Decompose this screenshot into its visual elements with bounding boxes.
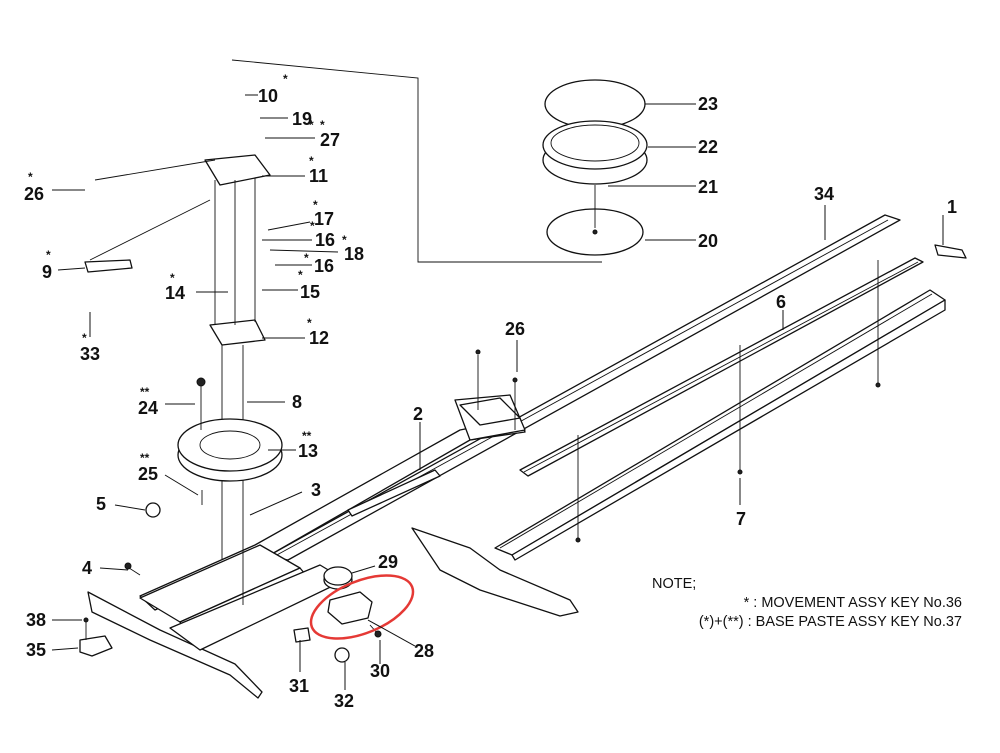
label-25: 25 [138, 464, 158, 484]
knob-32 [334, 647, 350, 663]
note-symbol-2: (*)+(**) [698, 614, 748, 630]
rail-7-channel [494, 289, 946, 561]
star-11: * [309, 154, 314, 168]
label-13: 13 [298, 441, 318, 461]
label-22: 22 [698, 137, 718, 157]
bracket-28 [327, 591, 373, 625]
end-cap-1 [934, 244, 967, 259]
note-line-1: * : MOVEMENT ASSY KEY No.36 [652, 594, 962, 613]
label-35: 35 [26, 640, 46, 660]
label-7: 7 [736, 509, 746, 529]
star-17: * [313, 198, 318, 212]
label-29: 29 [378, 552, 398, 572]
part-labels: 1 2 3 4 5 6 7 8 * 9 * 10 * 11 * 12 ** 13… [24, 72, 957, 711]
label-2: 2 [413, 404, 423, 424]
label-8: 8 [292, 392, 302, 412]
label-1: 1 [947, 197, 957, 217]
clip-31 [293, 627, 311, 643]
label-33: 33 [80, 344, 100, 364]
label-11: 11 [309, 166, 328, 186]
screws [83, 260, 881, 640]
star-10: * [283, 72, 288, 86]
star-9: * [46, 248, 51, 262]
base-frame [87, 527, 579, 699]
label-17: 17 [314, 209, 334, 229]
star-26a: * [28, 170, 33, 184]
label-31: 31 [289, 676, 309, 696]
label-24: 24 [138, 398, 158, 418]
label-34: 34 [814, 184, 834, 204]
bracket-26 [459, 397, 521, 426]
label-14: 14 [165, 283, 185, 303]
ring-22 [542, 120, 648, 185]
note-heading: NOTE; [652, 576, 697, 592]
label-10: 10 [258, 86, 278, 106]
knob-5 [145, 502, 161, 518]
note-symbol-1: * [743, 595, 754, 611]
label-16b: 16 [314, 256, 334, 276]
label-27: 27 [320, 130, 340, 150]
star-13: ** [302, 429, 312, 443]
note-line-2: (*)+(**) : BASE PASTE ASSY KEY No.37 [652, 613, 962, 632]
label-23: 23 [698, 94, 718, 114]
rail-6 [519, 257, 924, 477]
star-24: ** [140, 385, 150, 399]
label-16a: 16 [315, 230, 335, 250]
round-plate-13 [177, 418, 283, 482]
label-30: 30 [370, 661, 390, 681]
note-text-1: : MOVEMENT ASSY KEY No.36 [753, 595, 962, 611]
label-21: 21 [698, 177, 718, 197]
label-28: 28 [414, 641, 434, 661]
label-18: 18 [344, 244, 364, 264]
star-18: * [342, 233, 347, 247]
label-4: 4 [82, 558, 92, 578]
star-14: * [170, 271, 175, 285]
leader-lines [51, 94, 944, 690]
star-15: * [298, 268, 303, 282]
label-9: 9 [42, 262, 52, 282]
label-20: 20 [698, 231, 718, 251]
label-19: 19 [292, 109, 312, 129]
note-text-2: : BASE PASTE ASSY KEY No.37 [747, 614, 962, 630]
disc-20 [546, 185, 644, 256]
star-25: ** [140, 451, 150, 465]
highlight-circle [309, 574, 415, 640]
curved-strip-2 [347, 469, 441, 517]
label-26b: 26 [505, 319, 525, 339]
label-26a: 26 [24, 184, 44, 204]
label-5: 5 [96, 494, 106, 514]
foot-35 [79, 635, 113, 657]
star-27: * [309, 118, 314, 132]
label-3: 3 [311, 480, 321, 500]
star-33: * [82, 331, 87, 345]
label-15: 15 [300, 282, 320, 302]
note-box: NOTE; * : MOVEMENT ASSY KEY No.36 (*)+(*… [652, 575, 962, 632]
label-12: 12 [309, 328, 329, 348]
label-38: 38 [26, 610, 46, 630]
knob-29 [323, 566, 353, 590]
label-6: 6 [776, 292, 786, 312]
star-16a: * [310, 219, 315, 233]
star-12: * [307, 316, 312, 330]
star-19: * [320, 118, 325, 132]
star-16b: * [304, 251, 309, 265]
label-32: 32 [334, 691, 354, 711]
